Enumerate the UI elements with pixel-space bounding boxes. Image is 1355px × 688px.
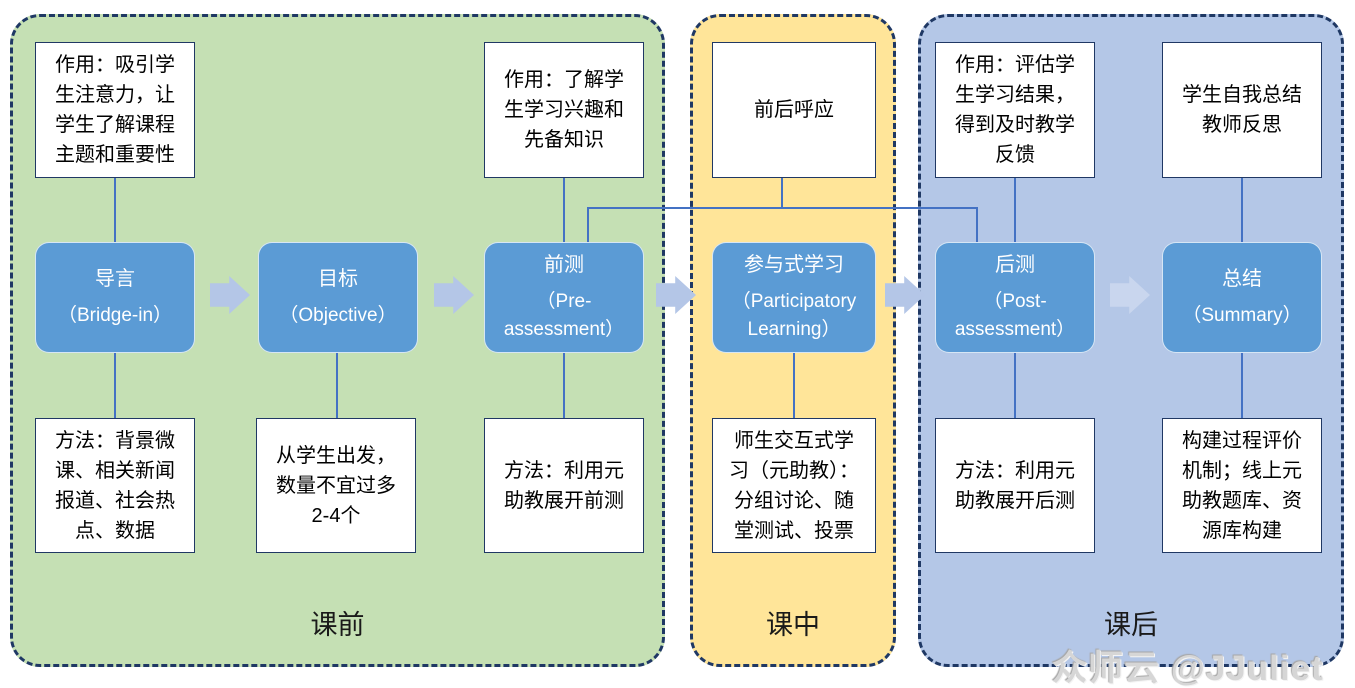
stage-subtitle: （Pre- assessment） bbox=[503, 290, 625, 340]
stage-title: 总结 bbox=[1222, 267, 1262, 290]
stage-method-note: 方法：利用元 助教展开前测 bbox=[484, 418, 644, 553]
stage-box-post-assessment: 后测 （Post- assessment） bbox=[935, 242, 1095, 353]
connector-line bbox=[793, 352, 795, 418]
stage-title: 后测 bbox=[995, 253, 1035, 276]
connector-line bbox=[976, 207, 978, 243]
connector-line bbox=[563, 178, 565, 243]
connector-line bbox=[587, 207, 978, 209]
stage-method-note: 师生交互式学 习（元助教）： 分组讨论、随 堂测试、投票 bbox=[712, 418, 876, 553]
phase-label-in-class: 课中 bbox=[766, 610, 820, 640]
stage-method-note: 从学生出发， 数量不宜过多 2-4个 bbox=[256, 418, 416, 553]
stage-purpose-note: 作用：了解学 生学习兴趣和 先备知识 bbox=[484, 42, 644, 178]
stage-method-note: 方法：利用元 助教展开后测 bbox=[935, 418, 1095, 553]
stage-subtitle: （Objective） bbox=[279, 304, 397, 326]
stage-title: 前测 bbox=[544, 253, 584, 276]
stage-purpose-note: 学生自我总结 教师反思 bbox=[1162, 42, 1322, 178]
stage-method-note: 方法：背景微 课、相关新闻 报道、社会热 点、数据 bbox=[35, 418, 195, 553]
stage-purpose-note: 作用：评估学 生学习结果， 得到及时教学 反馈 bbox=[935, 42, 1095, 178]
connector-line bbox=[1014, 352, 1016, 418]
connector-line bbox=[563, 352, 565, 418]
phase-label-post-class: 课后 bbox=[1104, 610, 1158, 640]
stage-box-objective: 目标 （Objective） bbox=[258, 242, 418, 353]
echo-note: 前后呼应 bbox=[712, 42, 876, 178]
connector-line bbox=[1241, 178, 1243, 243]
stage-method-note: 构建过程评价 机制；线上元 助教题库、资 源库构建 bbox=[1162, 418, 1322, 553]
connector-line bbox=[114, 178, 116, 243]
stage-subtitle: （Bridge-in） bbox=[57, 304, 173, 326]
stage-title: 目标 bbox=[318, 267, 358, 290]
connector-line bbox=[1014, 178, 1016, 243]
connector-line bbox=[114, 352, 116, 418]
stage-subtitle: （Summary） bbox=[1182, 304, 1302, 326]
stage-subtitle: （Participatory Learning） bbox=[731, 290, 857, 340]
stage-box-participatory-learning: 参与式学习 （Participatory Learning） bbox=[712, 242, 876, 353]
stage-title: 导言 bbox=[95, 267, 135, 290]
stage-box-pre-assessment: 前测 （Pre- assessment） bbox=[484, 242, 644, 353]
stage-box-bridge-in: 导言 （Bridge-in） bbox=[35, 242, 195, 353]
stage-title: 参与式学习 bbox=[744, 253, 844, 276]
stage-purpose-note: 作用：吸引学 生注意力，让 学生了解课程 主题和重要性 bbox=[35, 42, 195, 178]
phase-label-pre-class: 课前 bbox=[310, 610, 365, 640]
watermark: 众师云 @JJuliet bbox=[1052, 649, 1324, 688]
stage-subtitle: （Post- assessment） bbox=[954, 290, 1076, 340]
connector-line bbox=[781, 178, 783, 209]
connector-line bbox=[1241, 352, 1243, 418]
connector-line bbox=[336, 352, 338, 418]
connector-line bbox=[587, 207, 589, 243]
stage-box-summary: 总结 （Summary） bbox=[1162, 242, 1322, 353]
